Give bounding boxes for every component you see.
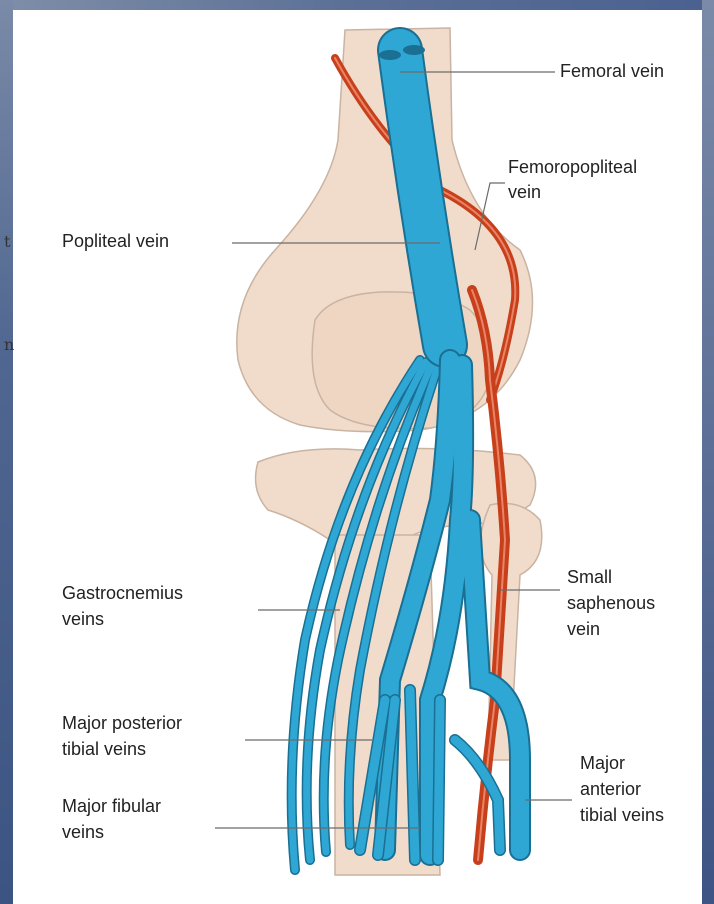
label-major-posterior-tibial-veins-line1: Major posterior: [62, 712, 182, 735]
label-small-saphenous-vein-line2: saphenous: [567, 592, 655, 615]
label-femoropopliteal-vein-line2: vein: [508, 181, 541, 204]
label-major-anterior-tibial-veins-line3: tibial veins: [580, 804, 664, 827]
label-major-anterior-tibial-veins-line2: anterior: [580, 778, 641, 801]
label-femoral-vein: Femoral vein: [560, 60, 664, 83]
label-major-fibular-veins-line1: Major fibular: [62, 795, 161, 818]
vein-lumen-top: [403, 45, 425, 55]
label-femoropopliteal-vein-line1: Femoropopliteal: [508, 156, 637, 179]
label-small-saphenous-vein-line1: Small: [567, 566, 612, 589]
label-small-saphenous-vein-line3: vein: [567, 618, 600, 641]
label-major-posterior-tibial-veins-line2: tibial veins: [62, 738, 146, 761]
label-gastrocnemius-veins-line2: veins: [62, 608, 104, 631]
label-major-fibular-veins-line2: veins: [62, 821, 104, 844]
fibular-branch: [410, 690, 415, 860]
label-gastrocnemius-veins-line1: Gastrocnemius: [62, 582, 183, 605]
label-major-anterior-tibial-veins-line1: Major: [580, 752, 625, 775]
label-popliteal-vein: Popliteal vein: [62, 230, 169, 253]
vein-lumen-top: [379, 50, 401, 60]
fibular-branch: [438, 700, 440, 860]
